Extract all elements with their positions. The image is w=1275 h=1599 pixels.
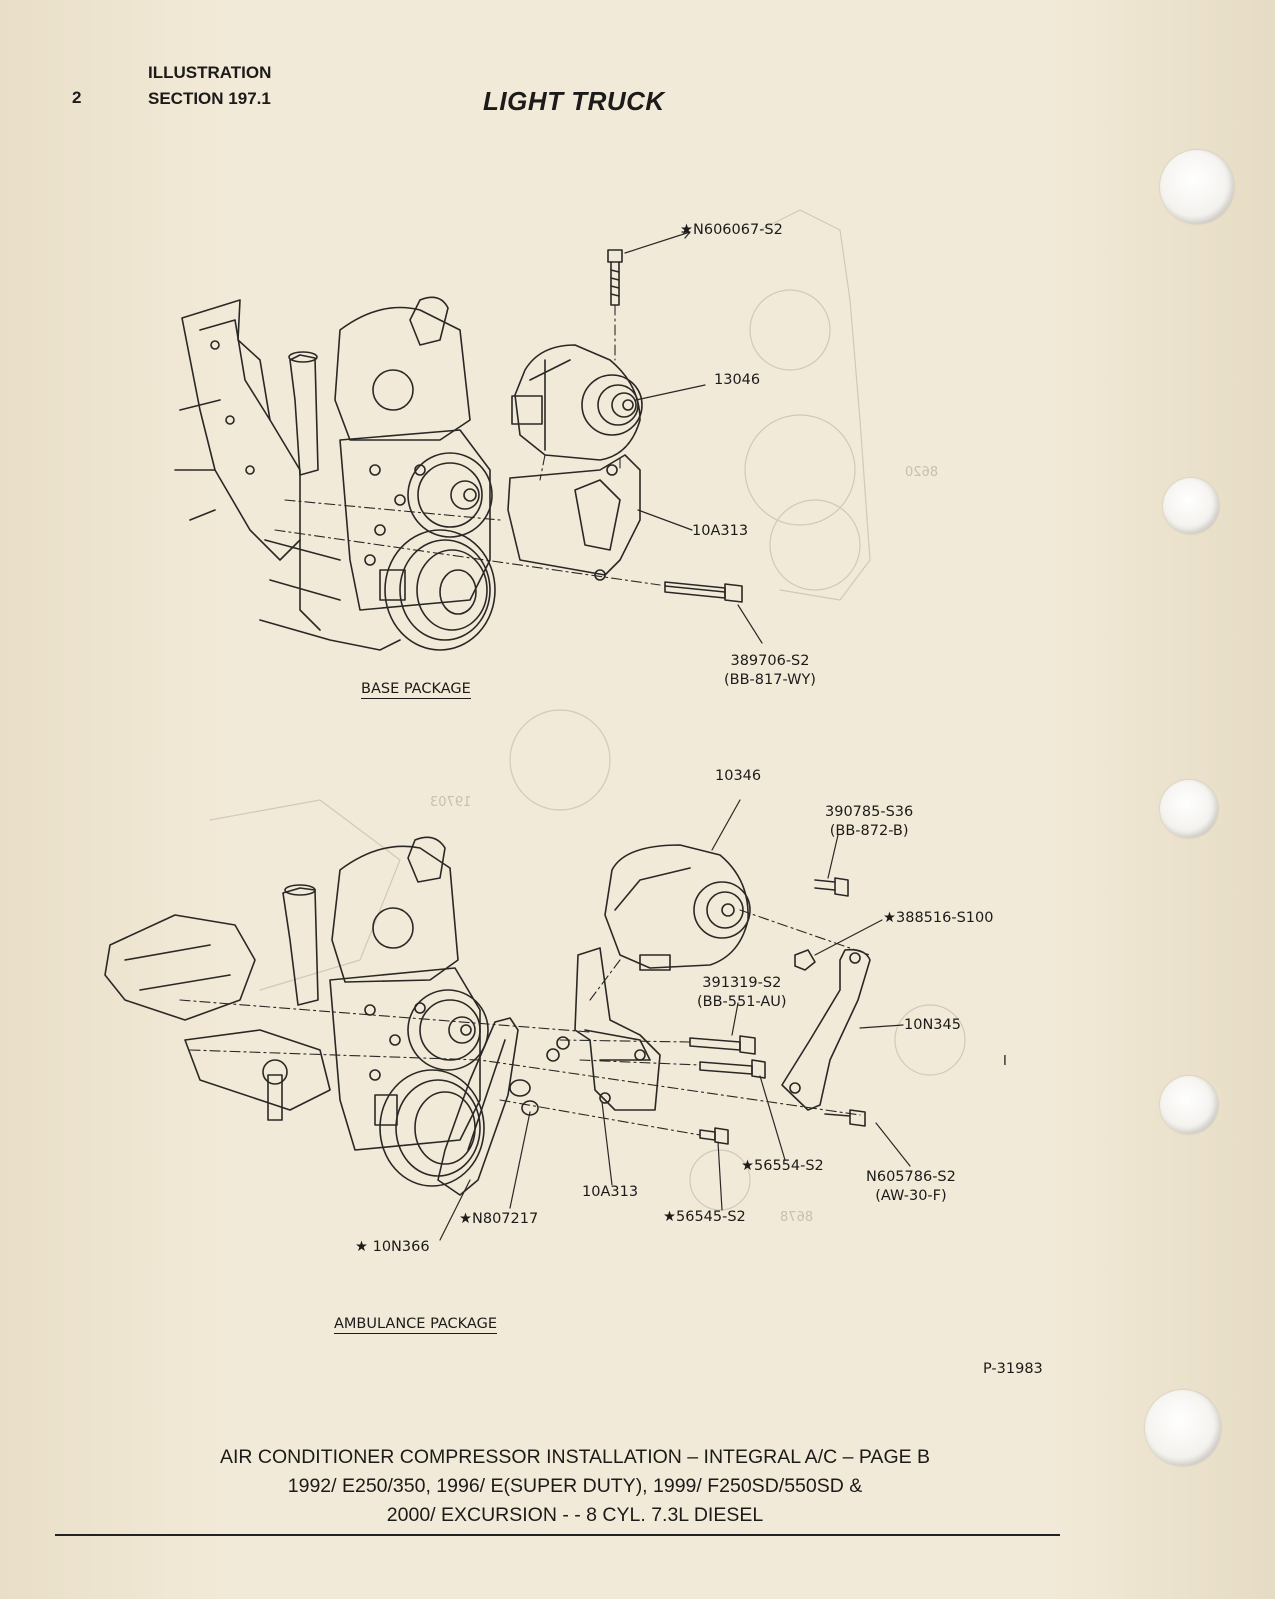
callout-10n345: 10N345 xyxy=(904,1017,961,1033)
punch-hole-4 xyxy=(1160,1076,1218,1134)
callout-10n366: ★ 10N366 xyxy=(355,1239,430,1255)
caption-rule xyxy=(55,1534,1060,1536)
callout-56554-s2: ★56554-S2 xyxy=(741,1158,824,1174)
figure-number: P-31983 xyxy=(983,1361,1043,1377)
ambulance-package-label: AMBULANCE PACKAGE xyxy=(334,1316,497,1334)
page-number: 2 xyxy=(72,88,82,107)
punch-hole-2 xyxy=(1163,478,1219,534)
section-label-line1: ILLUSTRATION xyxy=(148,63,272,82)
callout-391319-s2-part: 391319-S2 xyxy=(702,975,782,991)
punch-hole-1 xyxy=(1160,150,1234,224)
callout-n605786-s2-part: N605786-S2 xyxy=(866,1169,956,1185)
callout-391319-s2: 391319-S2 (BB-551-AU) xyxy=(697,974,787,1012)
base-package-label: BASE PACKAGE xyxy=(361,681,471,699)
bleed-through-engine xyxy=(209,209,966,1211)
callout-390785-s36-part: 390785-S36 xyxy=(825,804,914,820)
punch-hole-5 xyxy=(1145,1390,1221,1466)
callout-n807217: ★N807217 xyxy=(459,1211,539,1227)
callout-389706-s2-part: 389706-S2 xyxy=(730,653,810,669)
callout-56545-s2: ★56545-S2 xyxy=(663,1209,746,1225)
ambulance-package-drawing xyxy=(104,799,911,1241)
callout-10a313-ambulance: 10A313 xyxy=(582,1184,639,1200)
caption-line1: AIR CONDITIONER COMPRESSOR INSTALLATION … xyxy=(219,1446,931,1468)
caption-line3: 2000/ EXCURSION - - 8 CYL. 7.3L DIESEL xyxy=(386,1504,764,1526)
callout-389706-s2: 389706-S2 (BB-817-WY) xyxy=(724,652,816,690)
callout-391319-s2-code: (BB-551-AU) xyxy=(697,994,787,1010)
section-label-line2: SECTION 197.1 xyxy=(148,89,271,108)
punch-hole-3 xyxy=(1160,780,1218,838)
callout-10a313-base: 10A313 xyxy=(692,523,749,539)
callout-390785-s36: 390785-S36 (BB-872-B) xyxy=(825,803,913,841)
callout-388516-s100: ★388516-S100 xyxy=(883,910,994,926)
callout-13046: 13046 xyxy=(714,372,761,388)
callout-10346: 10346 xyxy=(715,768,762,784)
callout-390785-s36-code: (BB-872-B) xyxy=(829,823,909,839)
margin-mark: I xyxy=(1003,1054,1007,1069)
callout-n605786-s2-code: (AW-30-F) xyxy=(875,1188,947,1204)
callout-389706-s2-code: (BB-817-WY) xyxy=(724,672,816,688)
callout-n606067-s2: ★N606067-S2 xyxy=(680,222,783,238)
page-title: LIGHT TRUCK xyxy=(483,86,665,116)
callout-n605786-s2: N605786-S2 (AW-30-F) xyxy=(866,1168,956,1206)
base-package-drawing xyxy=(174,231,763,651)
caption-line2: 1992/ E250/350, 1996/ E(SUPER DUTY), 199… xyxy=(287,1475,863,1497)
